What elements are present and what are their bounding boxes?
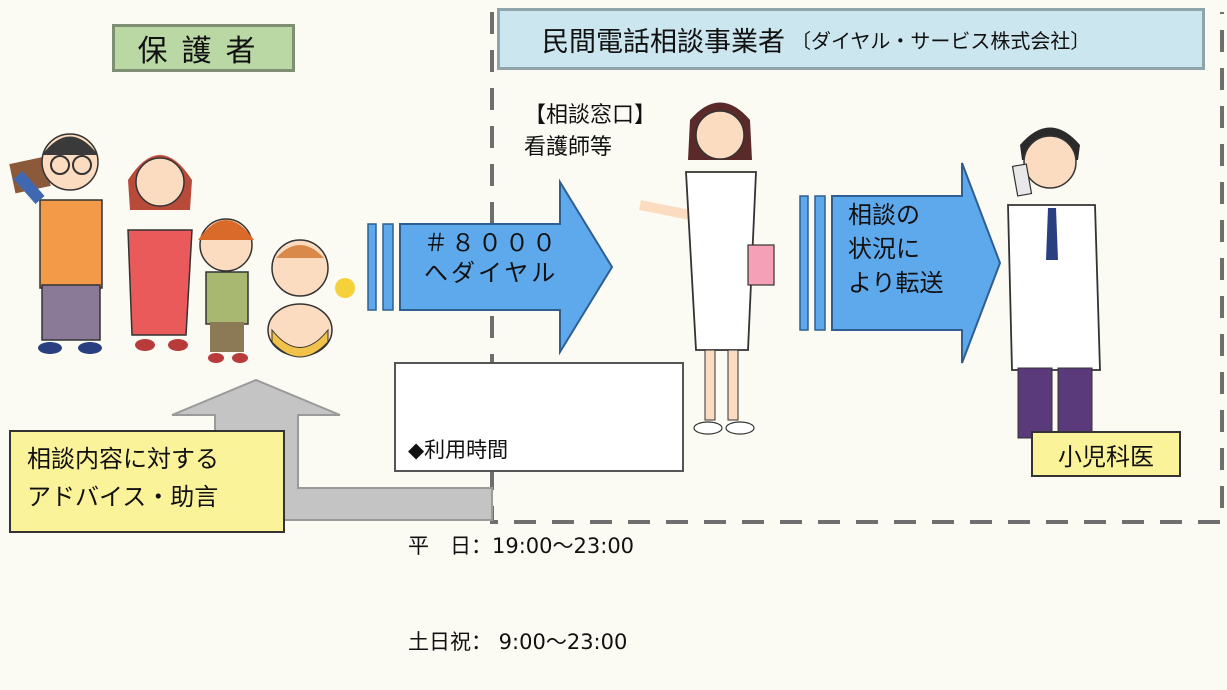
provider-frame xyxy=(490,12,1224,524)
transfer-arrow xyxy=(799,162,1002,364)
advice-box: 相談内容に対する アドバイス・助言 xyxy=(9,430,285,533)
doctor-figure xyxy=(1007,127,1101,439)
call-arrow xyxy=(367,178,614,356)
hours-weekday: 平 日：19:00～23:00 xyxy=(408,534,635,558)
provider-subtitle: 〔ダイヤル・サービス株式会社〕 xyxy=(791,28,1091,53)
guardian-label: 保護者 xyxy=(112,24,295,72)
nurse-figure xyxy=(639,102,775,435)
child-figure xyxy=(198,218,254,363)
transfer-arrow-text: 相談の 状況に より転送 xyxy=(848,201,944,297)
hours-box: ◆利用時間 平 日：19:00～23:00 土日祝： 9:00～23:00 xyxy=(394,362,684,654)
provider-title: 民間電話相談事業者 xyxy=(542,26,785,58)
consultation-desk-label: 【相談窓口】 看護師等 xyxy=(524,103,657,160)
pediatrician-label: 小児科医 xyxy=(1031,431,1181,477)
provider-header: 民間電話相談事業者 〔ダイヤル・サービス株式会社〕 xyxy=(497,8,1205,70)
hours-heading: ◆利用時間 xyxy=(408,438,509,462)
baby-figure xyxy=(267,239,355,358)
hours-weekend: 土日祝： 9:00～23:00 xyxy=(408,630,628,654)
call-arrow-text: ＃８０００ へダイヤル xyxy=(424,229,559,287)
father-figure xyxy=(9,133,103,354)
mother-figure xyxy=(127,155,193,351)
